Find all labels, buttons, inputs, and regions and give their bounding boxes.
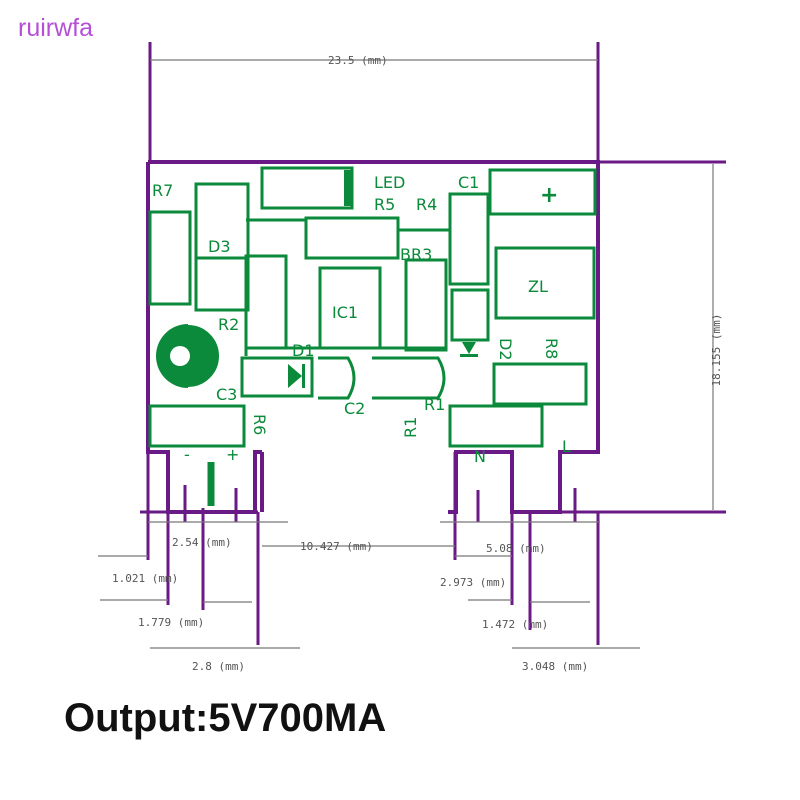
label-d3: D3 xyxy=(208,237,231,256)
board-inner xyxy=(244,218,450,356)
d2-bar xyxy=(460,354,478,357)
dim-d7: 1.472 (mm) xyxy=(482,618,548,631)
label-r7: R7 xyxy=(152,181,173,200)
label-r8: R8 xyxy=(542,338,561,359)
dim-height: 18.155 (mm) xyxy=(710,314,723,387)
r7-outline xyxy=(148,210,192,306)
led-outline xyxy=(260,166,354,210)
label-n: N xyxy=(474,447,486,466)
label-r5: R5 xyxy=(374,195,395,214)
r1-outline xyxy=(448,404,544,448)
r8-outline xyxy=(492,362,588,406)
dim-width: 23.5 (mm) xyxy=(328,54,388,67)
label-d2: D2 xyxy=(496,338,515,361)
dim-d3: 5.08 (mm) xyxy=(486,542,546,555)
label-r1: R1 xyxy=(424,395,445,414)
c3-hole xyxy=(170,346,190,366)
dim-d9: 3.048 (mm) xyxy=(522,660,588,673)
dim-d4: 1.021 (mm) xyxy=(112,572,178,585)
label-c2: C2 xyxy=(344,399,365,418)
dim-d8: 2.8 (mm) xyxy=(192,660,245,673)
silkscreen xyxy=(148,166,597,506)
dimension-labels: 23.5 (mm) 18.155 (mm) 2.54 (mm) 10.427 (… xyxy=(112,54,723,673)
zl-outline xyxy=(494,246,596,320)
output-label: Output:5V700MA xyxy=(64,696,387,740)
label-d1: D1 xyxy=(292,341,315,360)
r5-outline xyxy=(304,216,400,260)
d1-bar xyxy=(302,364,305,388)
label-r4: R4 xyxy=(416,195,437,214)
c3-box xyxy=(240,356,314,398)
label-r6: R6 xyxy=(250,414,269,435)
label-plus: + xyxy=(226,445,239,464)
r6-outline xyxy=(148,404,246,448)
label-r1b: R1 xyxy=(401,417,420,438)
dim-d2: 10.427 (mm) xyxy=(300,540,373,553)
label-br3: BR3 xyxy=(400,245,432,264)
extension-lines xyxy=(140,42,726,645)
r2-outline xyxy=(244,254,288,350)
label-led: LED xyxy=(374,173,405,192)
br3-outline xyxy=(404,258,448,352)
c1-outline xyxy=(488,168,597,216)
dim-d5: 2.973 (mm) xyxy=(440,576,506,589)
silk-labels: R7 D3 R2 C3 R6 LED R5 R4 C1 + BR3 ZL IC1… xyxy=(152,173,571,466)
d2-triangle xyxy=(462,342,476,354)
label-l: L xyxy=(562,437,571,456)
dimension-lines xyxy=(98,59,714,649)
label-minus: - xyxy=(184,445,190,464)
label-c1: C1 xyxy=(458,173,479,192)
c2-outline xyxy=(318,356,446,400)
silk-fills xyxy=(156,324,478,388)
d1-triangle xyxy=(288,364,302,388)
label-c3: C3 xyxy=(216,385,237,404)
dim-d6: 1.779 (mm) xyxy=(138,616,204,629)
label-r2: R2 xyxy=(218,315,239,334)
watermark: ruirwfa xyxy=(18,14,94,42)
dim-d1: 2.54 (mm) xyxy=(172,536,232,549)
label-c1-plus: + xyxy=(540,183,558,208)
label-zl: ZL xyxy=(528,277,548,296)
r4-outline xyxy=(448,192,490,286)
d2-box xyxy=(450,288,490,342)
label-ic1: IC1 xyxy=(332,303,358,322)
c3-ring xyxy=(187,323,221,389)
d3-body xyxy=(194,256,250,312)
